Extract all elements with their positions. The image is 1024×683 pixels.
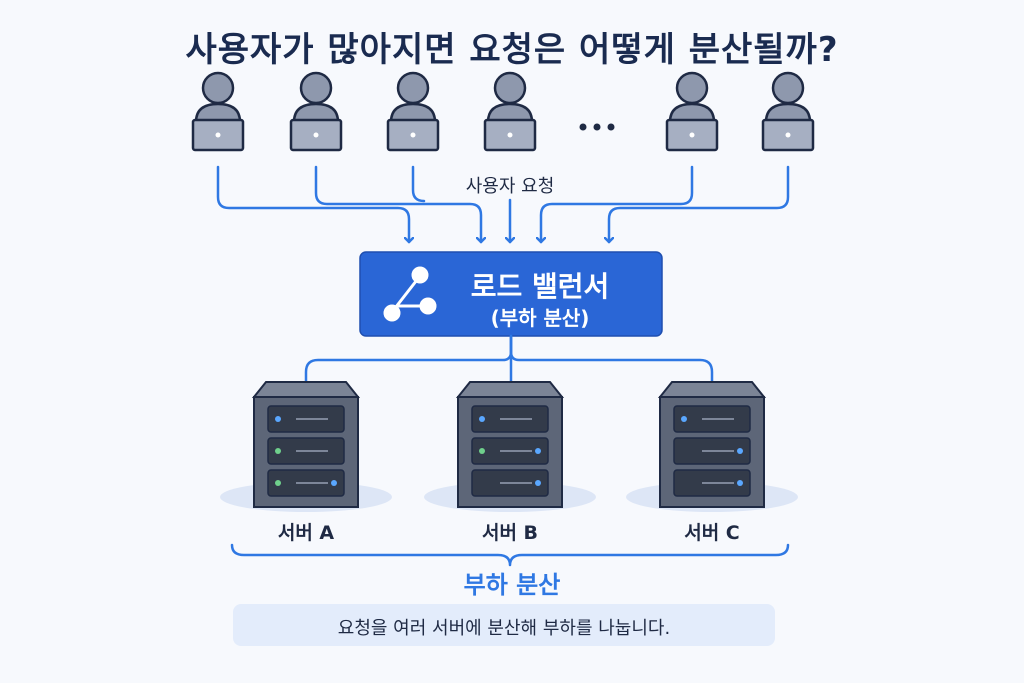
- note-box: 요청을 여러 서버에 분산해 부하를 나눕니다.: [233, 604, 775, 646]
- load-balancer-subtitle: (부하 분산): [490, 306, 590, 330]
- ellipsis-icon: [579, 123, 615, 131]
- user-figure-2: [289, 71, 343, 152]
- note-text: 요청을 여러 서버에 분산해 부하를 나눕니다.: [337, 618, 671, 639]
- request-arrows: [216, 165, 790, 244]
- page-title: 사용자가 많아지면 요청은 어떻게 분산될까?: [185, 30, 839, 70]
- user-figure-1: [191, 71, 245, 152]
- server-a-icon: [253, 381, 359, 508]
- user-figure-5: [665, 71, 719, 152]
- server-c-icon: [659, 381, 765, 508]
- server-b-label: 서버 B: [481, 522, 539, 544]
- user-figure-6: [761, 71, 815, 152]
- distribution-bracket: [230, 543, 790, 567]
- server-b-icon: [457, 381, 563, 508]
- server-c-label: 서버 C: [684, 522, 740, 544]
- server-a-label: 서버 A: [277, 522, 335, 544]
- request-label: 사용자 요청: [430, 172, 590, 198]
- load-balancer-title: 로드 밸런서: [470, 270, 610, 303]
- user-figure-4: [483, 71, 537, 152]
- share-network-icon: [383, 266, 437, 322]
- user-figure-3: [386, 71, 440, 152]
- distribution-label: 부하 분산: [463, 571, 561, 599]
